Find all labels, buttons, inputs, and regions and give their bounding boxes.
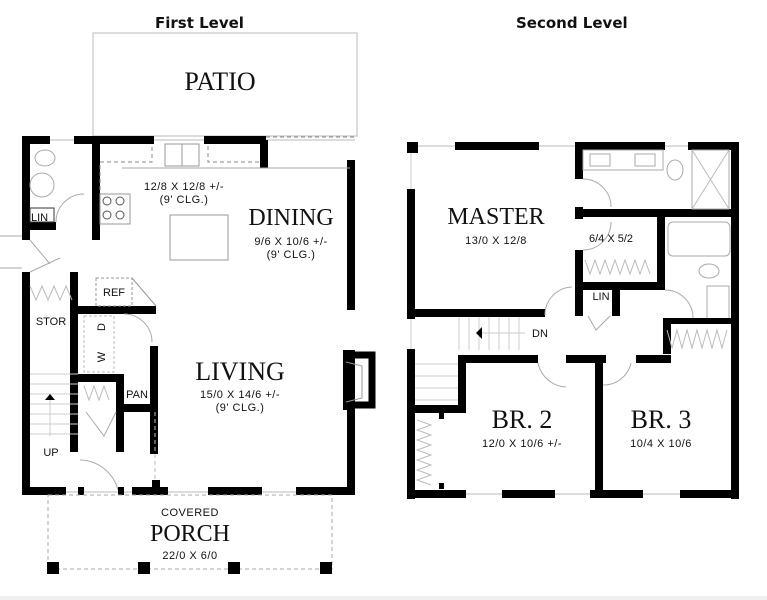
patio-label: PATIO xyxy=(184,67,255,96)
master-label: MASTER xyxy=(447,204,544,230)
dn-label: DN xyxy=(532,328,548,340)
closet-dims: 6/4 X 5/2 xyxy=(589,233,633,245)
living-dims: 15/0 X 14/6 +/- xyxy=(200,389,280,401)
kitchen-ceiling: (9' CLG.) xyxy=(160,194,209,206)
washer-label: W xyxy=(96,351,108,362)
dryer-label: D xyxy=(96,323,108,331)
bottom-strip xyxy=(0,596,767,600)
second-level-plan xyxy=(407,142,739,499)
second-level-title: Second Level xyxy=(516,14,628,32)
living-label: LIVING xyxy=(195,357,285,386)
up-label: UP xyxy=(43,447,58,459)
dining-label: DINING xyxy=(248,205,333,231)
pan-label: PAN xyxy=(126,389,148,401)
kitchen-dims: 12/8 X 12/8 +/- xyxy=(144,181,224,193)
porch-outline xyxy=(47,494,333,570)
porch-prefix: COVERED xyxy=(161,507,219,519)
stair-down-arrow-icon xyxy=(476,327,482,339)
living-ceiling: (9' CLG.) xyxy=(216,402,265,414)
first-level-title: First Level xyxy=(155,14,244,32)
kitchen-island xyxy=(169,214,229,261)
lin-label-first: LIN xyxy=(31,212,48,224)
porch-label: PORCH xyxy=(150,521,230,547)
dining-dims: 9/6 X 10/6 +/- xyxy=(254,236,327,248)
stair-up-arrow-icon xyxy=(45,394,55,400)
ref-label: REF xyxy=(103,287,125,299)
master-dims: 13/0 X 12/8 xyxy=(465,235,527,247)
lin-label-second: LIN xyxy=(592,291,609,303)
br3-label: BR. 3 xyxy=(631,405,692,434)
br3-dims: 10/4 X 10/6 xyxy=(630,438,692,450)
dining-ceiling: (9' CLG.) xyxy=(267,249,316,261)
br2-label: BR. 2 xyxy=(492,405,553,434)
br2-dims: 12/0 X 10/6 +/- xyxy=(482,438,562,450)
porch-dims: 22/0 X 6/0 xyxy=(162,550,217,562)
first-level-plan xyxy=(0,32,376,574)
stor-label: STOR xyxy=(36,316,66,328)
